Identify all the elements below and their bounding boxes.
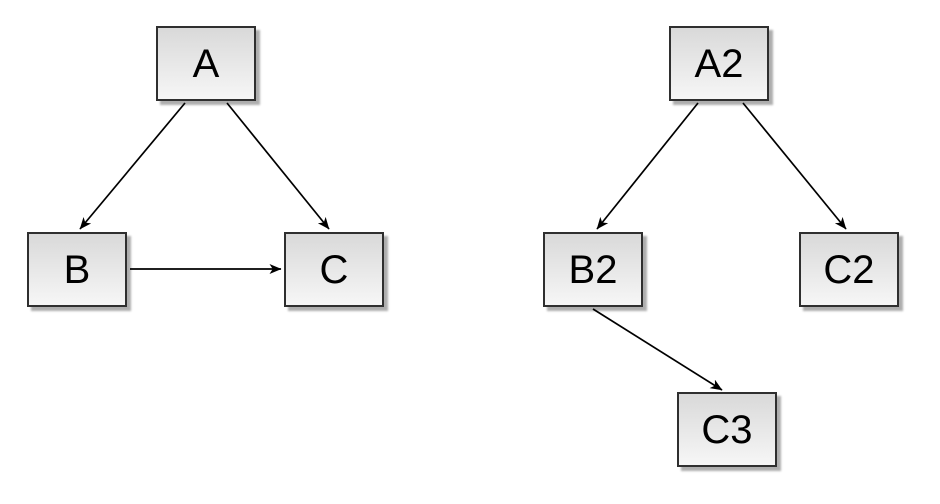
- node-label: B: [63, 247, 91, 292]
- edge-B2-C3: [592, 308, 723, 391]
- node-B: B: [27, 232, 127, 307]
- node-B2: B2: [543, 232, 643, 307]
- edge-A2-B2: [596, 102, 699, 230]
- node-label: B2: [568, 247, 618, 292]
- node-label: C3: [701, 407, 753, 452]
- edge-A2-C2: [742, 102, 847, 230]
- node-label: A2: [694, 41, 744, 86]
- edge-A-C: [226, 102, 330, 230]
- edge-A-B: [79, 102, 186, 230]
- node-C2: C2: [799, 232, 899, 307]
- node-C3: C3: [677, 392, 777, 467]
- node-C: C: [284, 232, 384, 307]
- node-A: A: [156, 26, 256, 101]
- node-label: C2: [823, 247, 875, 292]
- node-label: A: [192, 41, 220, 86]
- node-label: C: [319, 247, 349, 292]
- node-A2: A2: [669, 26, 769, 101]
